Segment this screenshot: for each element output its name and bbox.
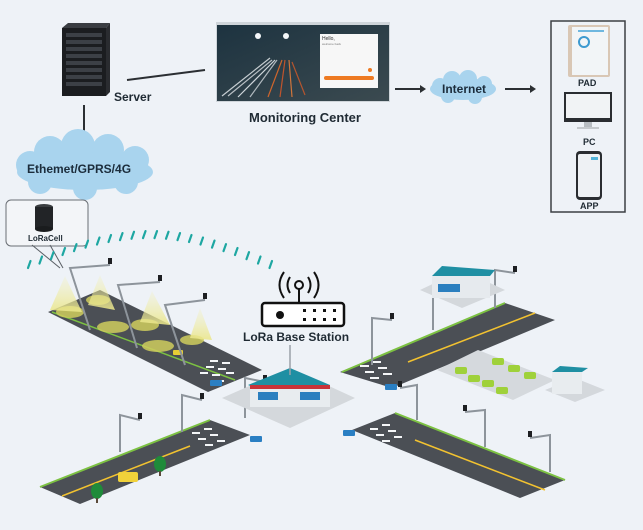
client-pc-label: PC [583, 137, 596, 147]
signal-dash [72, 243, 78, 253]
car-icon [210, 380, 222, 386]
street-light-pole [399, 383, 418, 420]
signal-dash [222, 243, 228, 253]
signal-dash [153, 229, 159, 240]
bus-icon [118, 472, 138, 482]
street-light-pole [181, 393, 203, 432]
tree-icon [91, 483, 103, 503]
signal-dash [233, 246, 239, 257]
car-icon [343, 430, 355, 436]
street-light-pole [68, 264, 111, 331]
loracell-node-icon [528, 431, 532, 437]
street-light-pole [371, 316, 393, 365]
loracell-node-icon [203, 293, 207, 299]
edge-server-monitoring [126, 69, 206, 81]
road-top-left [48, 275, 262, 392]
signal-dash [141, 229, 147, 240]
loracell-node-icon [108, 258, 112, 264]
clients-panel [550, 20, 626, 213]
signal-dash [199, 236, 205, 246]
street-light-pole [163, 299, 206, 366]
signal-dash [61, 246, 67, 257]
street-light-pole [119, 413, 141, 452]
monitoring-screen [216, 22, 390, 102]
arrowhead-icon [530, 85, 536, 93]
client-app-label: APP [580, 201, 599, 211]
base-station-label: LoRa Base Station [243, 330, 350, 344]
loracell-node-icon [463, 405, 467, 411]
signal-dash [118, 231, 124, 242]
callout-pointer [31, 244, 61, 269]
loracell-label: LoRaCell [28, 234, 63, 243]
signal-dash [210, 239, 216, 249]
arrowhead-icon [420, 85, 426, 93]
internet-cloud [430, 70, 496, 104]
road-bottom-left [39, 419, 262, 504]
pc-monitor-icon [564, 92, 612, 129]
signal-dash [256, 255, 262, 265]
loracell-node-icon [263, 375, 267, 381]
street-light-pole [464, 408, 486, 447]
loracell-node-icon [200, 393, 204, 399]
signal-dash [130, 230, 136, 240]
office-building [420, 266, 505, 308]
signal-dash [84, 239, 90, 249]
wireless-signal-arc [26, 229, 274, 270]
street-light-pole [529, 433, 551, 472]
server-rack-icon [62, 23, 110, 96]
monitoring-center-label: Monitoring Center [249, 110, 361, 125]
loracell-node-icon [513, 266, 517, 272]
tablet-icon [568, 25, 610, 77]
road-bottom-right [343, 412, 566, 498]
base-station-building [222, 345, 355, 428]
signal-dash [176, 231, 182, 242]
login-subtitle: welcome back [322, 42, 342, 46]
car-icon [385, 384, 397, 390]
client-pad-label: PAD [578, 78, 597, 88]
signal-dash [38, 255, 44, 265]
login-greeting: Hello, [322, 36, 335, 42]
signal-dash [245, 251, 251, 261]
loracell-node-icon [138, 413, 142, 419]
loracell-node-icon [398, 381, 402, 387]
lora-base-station-icon [260, 271, 346, 328]
tree-icon [154, 456, 166, 476]
smartphone-icon [576, 151, 602, 200]
server-label: Server [114, 90, 152, 104]
car-icon [250, 436, 262, 442]
parking-lot [437, 350, 555, 400]
street-lights [68, 258, 551, 472]
signal-dash [95, 236, 101, 246]
loracell-node-icon [390, 313, 394, 319]
signal-dash [107, 233, 113, 244]
road-top-right [340, 302, 555, 390]
signal-dash [268, 259, 274, 270]
small-building [545, 366, 605, 402]
network-cloud [16, 129, 153, 200]
signal-dash [49, 251, 55, 261]
signal-dash [26, 259, 32, 270]
signal-dash [187, 233, 193, 244]
street-light-pole [116, 281, 161, 349]
callout-pointer [49, 244, 64, 269]
signal-dash [164, 230, 170, 240]
loracell-node-icon [158, 275, 162, 281]
network-label: Ethemet/GPRS/4G [27, 162, 132, 176]
loracell-sensor-icon [35, 204, 53, 232]
internet-label: Internet [442, 82, 487, 96]
